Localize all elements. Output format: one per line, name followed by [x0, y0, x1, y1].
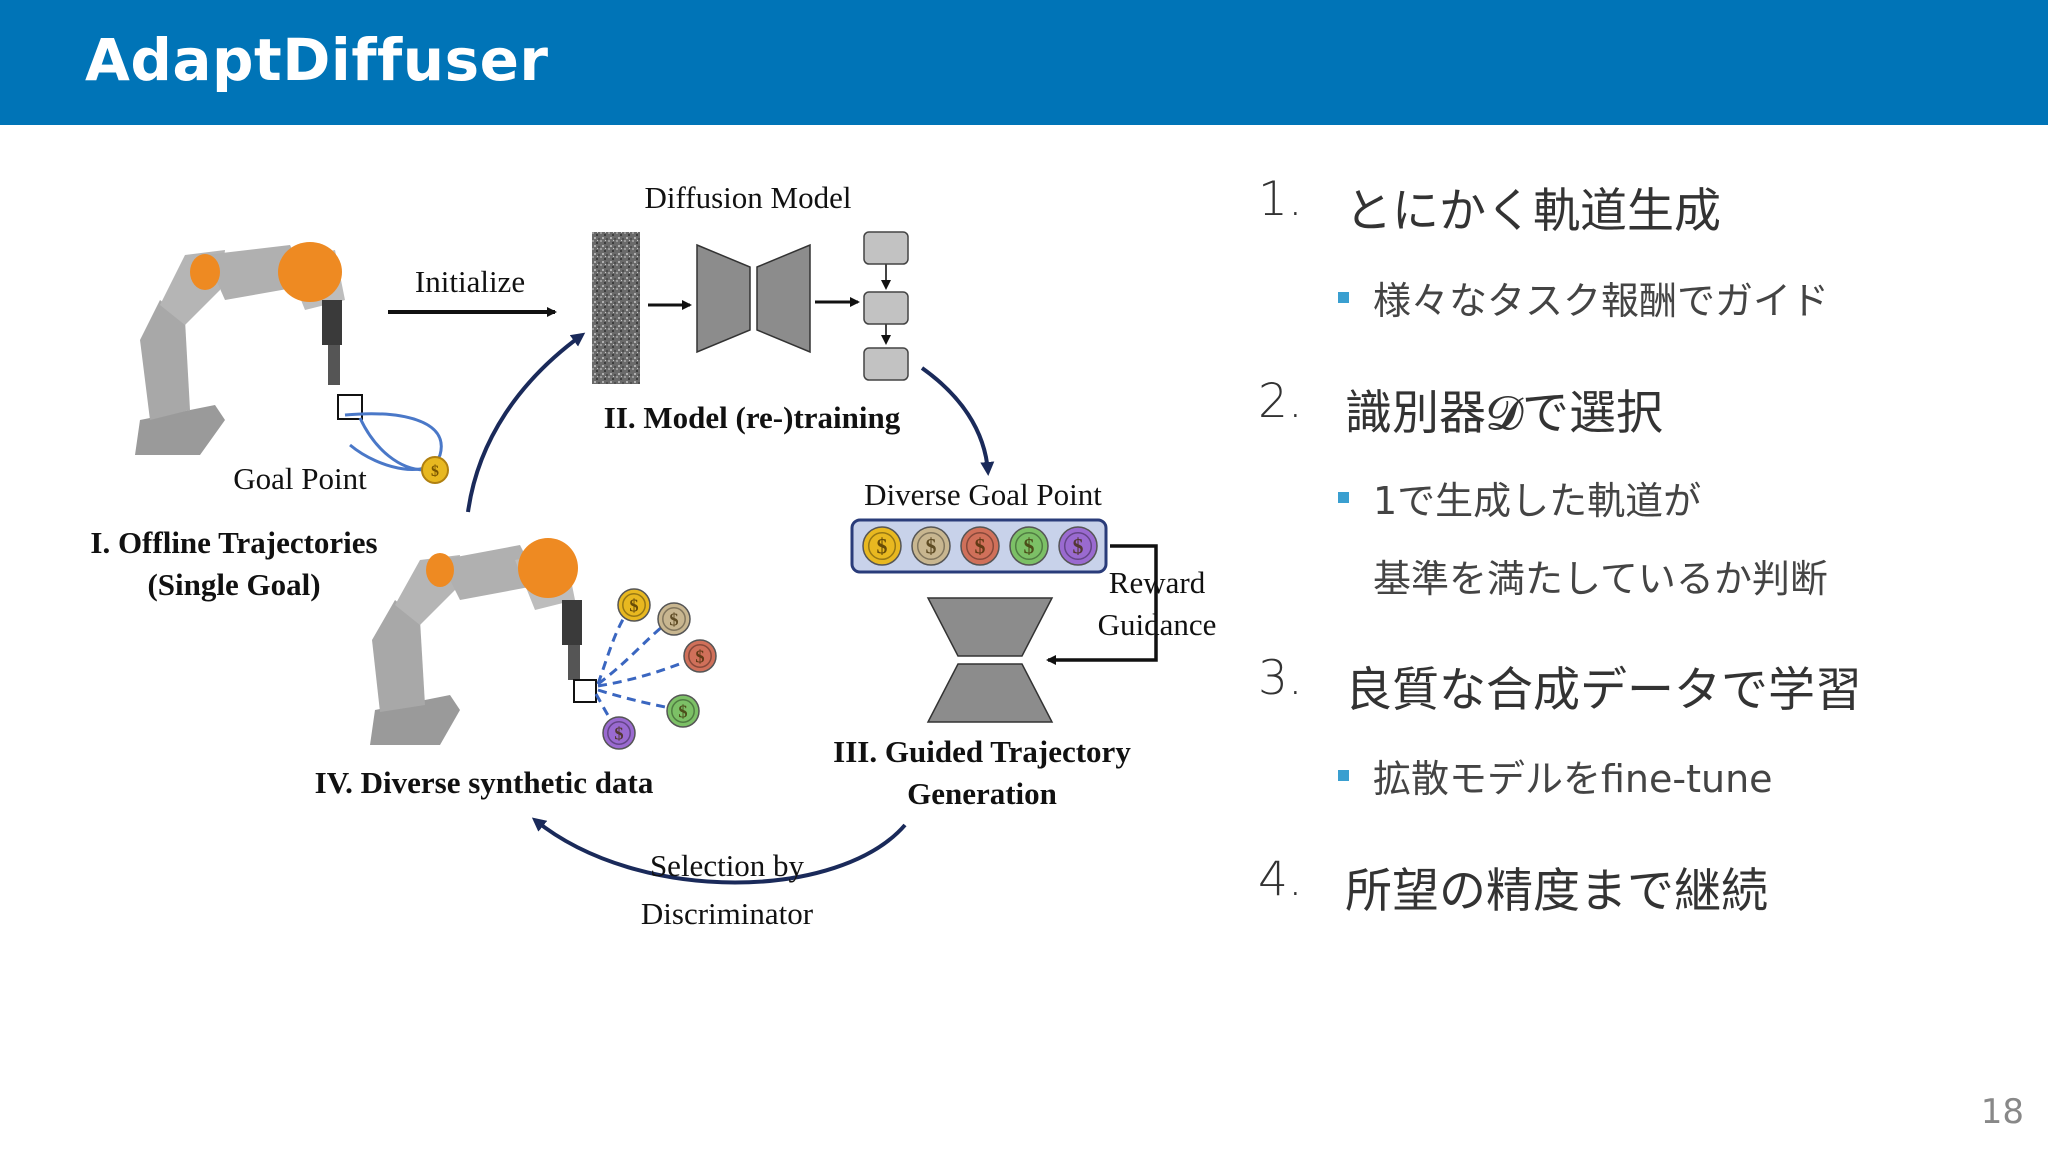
- diagram-graphics: $ $ $ $ $ $: [135, 231, 1158, 885]
- list-item-3-sub-1: 拡散モデルをfine-tune: [1373, 757, 1773, 801]
- strip-coin-3: $: [960, 526, 1000, 566]
- guided-trajectory-label: III. Guided Trajectory: [833, 734, 1131, 769]
- list-item-3-number: 3.: [1258, 651, 1303, 706]
- svg-text:$: $: [614, 723, 623, 743]
- list-item-2-text: 識別器𝓓で選択: [1345, 386, 1664, 441]
- list-item-2-sub-2: 基準を満たしているか判断: [1373, 557, 1828, 601]
- svg-text:$: $: [975, 535, 986, 559]
- svg-text:$: $: [678, 701, 687, 721]
- noise-image: [592, 232, 640, 384]
- goal-point-label: Goal Point: [233, 461, 367, 496]
- list-item-3-text: 良質な合成データで学習: [1345, 663, 1862, 718]
- svg-text:$: $: [629, 595, 638, 615]
- offline-trajectories-label: I. Offline Trajectories: [90, 525, 378, 560]
- selection-by-label: Selection by: [649, 848, 805, 883]
- svg-text:$: $: [669, 609, 678, 629]
- strip-coin-5: $: [1058, 526, 1098, 566]
- reward-label: Reward: [1108, 565, 1206, 600]
- diverse-synthetic-label: IV. Diverse synthetic data: [314, 765, 654, 800]
- list-item-2-sub-1: 1で生成した軌道が: [1373, 479, 1702, 523]
- synthetic-coin-3: $: [683, 639, 717, 673]
- svg-text:$: $: [1024, 535, 1035, 559]
- single-goal-label: (Single Goal): [147, 567, 321, 602]
- svg-text:$: $: [695, 646, 704, 666]
- synthetic-coin-2: $: [657, 602, 691, 636]
- diffusion-model-label: Diffusion Model: [644, 180, 852, 215]
- svg-text:$: $: [1073, 535, 1084, 559]
- cycle-arrow-synthetic-to-retrain: [466, 332, 586, 513]
- initialize-label: Initialize: [414, 264, 526, 299]
- slide-title: AdaptDiffuser: [85, 26, 549, 94]
- cycle-arrow-retrain-to-guided: [920, 366, 995, 476]
- diverse-goal-point-label: Diverse Goal Point: [864, 477, 1102, 512]
- sub-bullet-1a: [1338, 292, 1349, 303]
- list-item-4-text: 所望の精度まで継続: [1345, 864, 1768, 919]
- strip-coin-4: $: [1009, 526, 1049, 566]
- svg-text:$: $: [431, 463, 439, 480]
- sub-bullet-2a: [1338, 492, 1349, 503]
- guided-model-icon: [926, 597, 1054, 723]
- goal-coin: $: [421, 456, 449, 484]
- list-item-1-number: 1.: [1258, 172, 1303, 227]
- synthetic-coin-1: $: [617, 588, 651, 622]
- synthetic-coin-5: $: [602, 716, 636, 750]
- page-number: 18: [1980, 1092, 2024, 1132]
- svg-text:$: $: [926, 535, 937, 559]
- slide-header: AdaptDiffuser: [0, 0, 2048, 125]
- robot-arm-offline: [135, 242, 443, 472]
- strip-coin-2: $: [911, 526, 951, 566]
- discriminator-label: Discriminator: [640, 896, 814, 931]
- diffusion-unet-icon: [696, 243, 811, 354]
- generation-label: Generation: [907, 776, 1057, 811]
- cycle-arrow-guided-to-synthetic: [531, 817, 907, 885]
- list-item-1-sub-1: 様々なタスク報酬でガイド: [1373, 279, 1830, 323]
- synthetic-coin-4: $: [666, 694, 700, 728]
- model-retraining-label: II. Model (re-)training: [603, 400, 901, 435]
- strip-coin-1: $: [862, 526, 902, 566]
- robot-arm-synthetic: [370, 538, 597, 745]
- diverse-goal-coins: $ $ $ $ $: [862, 526, 1098, 566]
- svg-text:$: $: [877, 535, 888, 559]
- reward-bracket: [1046, 544, 1158, 665]
- guidance-label: Guidance: [1097, 607, 1217, 642]
- sub-bullet-3a: [1338, 770, 1349, 781]
- list-item-2-number: 2.: [1258, 374, 1303, 429]
- synthetic-goal-coins: $ $ $ $ $: [602, 588, 717, 750]
- list-item-1-text: とにかく軌道生成: [1345, 184, 1721, 239]
- denoise-chain: [863, 231, 909, 381]
- list-item-4-number: 4.: [1258, 852, 1303, 907]
